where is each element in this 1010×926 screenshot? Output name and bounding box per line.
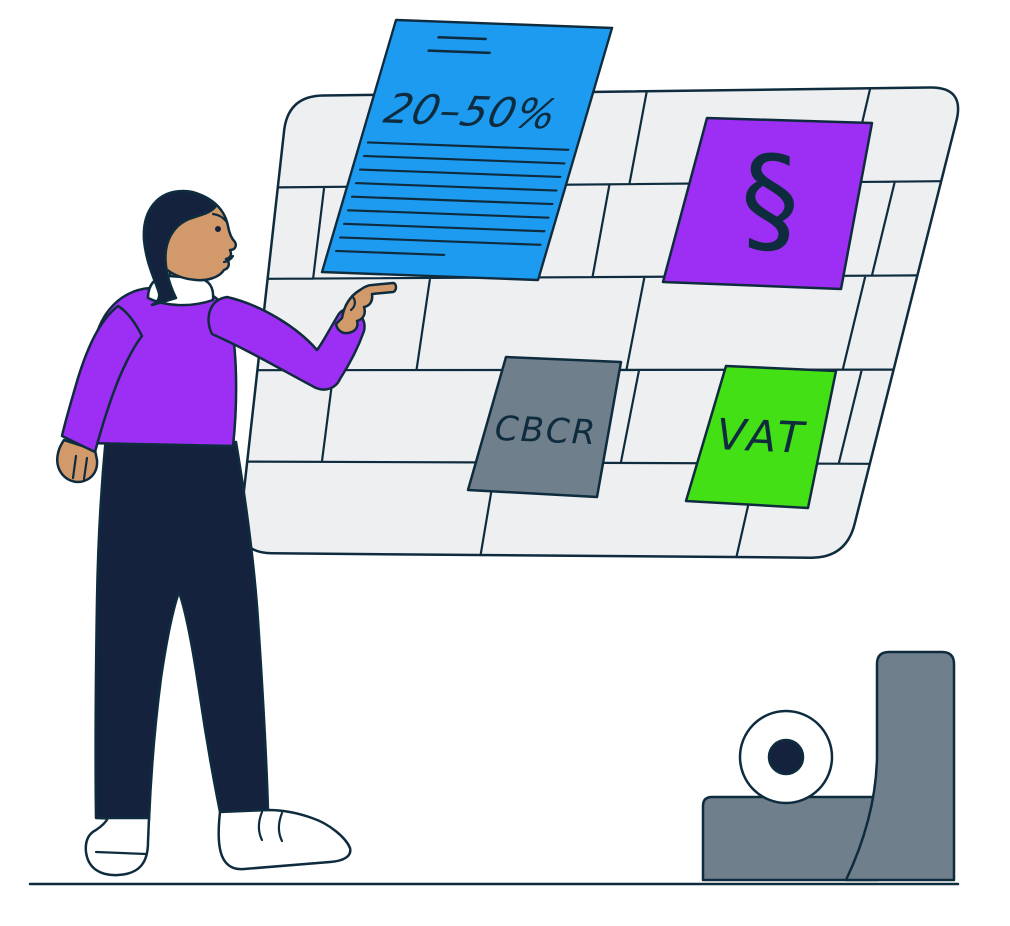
document-header-marks: [427, 36, 491, 55]
person-smile: [222, 254, 235, 264]
cbcr-card: CBCR: [466, 355, 623, 499]
vat-card-surface: [684, 364, 838, 510]
person-trousers: [94, 434, 270, 822]
vat-label: VAT: [715, 410, 808, 464]
person-hair: [142, 189, 218, 307]
left-hand-finger-lines: [71, 454, 89, 481]
document-range-label: 20–50%: [379, 84, 564, 138]
cbcr-card-surface: [466, 355, 623, 499]
section-card-surface: [661, 116, 874, 291]
person-left-sleeve: [60, 304, 144, 454]
person-eye: [215, 226, 221, 232]
document-card: 20–50%: [320, 18, 614, 282]
pointing-hand-knuckle-line: [349, 294, 356, 312]
person-pointing-hand: [334, 281, 398, 335]
person-eyebrow: [211, 212, 228, 223]
section-symbol: §: [738, 129, 802, 269]
document-text-lines: [334, 141, 570, 257]
person-left-hand: [55, 438, 99, 484]
document-sheet: [320, 18, 614, 282]
dispenser-upright: [844, 650, 956, 882]
person-right-arm: [207, 295, 366, 391]
right-shoe-laces: [257, 810, 284, 843]
person-right-shoe: [217, 808, 352, 871]
person: [55, 189, 398, 877]
cbcr-label: CBCR: [494, 409, 598, 453]
section-card: §: [661, 116, 874, 291]
vat-card: VAT: [684, 364, 838, 510]
tape-dispenser: [701, 650, 956, 882]
dispenser-base-block: [701, 795, 880, 882]
left-shoe-detail: [94, 850, 148, 856]
person-left-shoe: [84, 816, 151, 877]
tape-roll-core: [767, 738, 805, 776]
